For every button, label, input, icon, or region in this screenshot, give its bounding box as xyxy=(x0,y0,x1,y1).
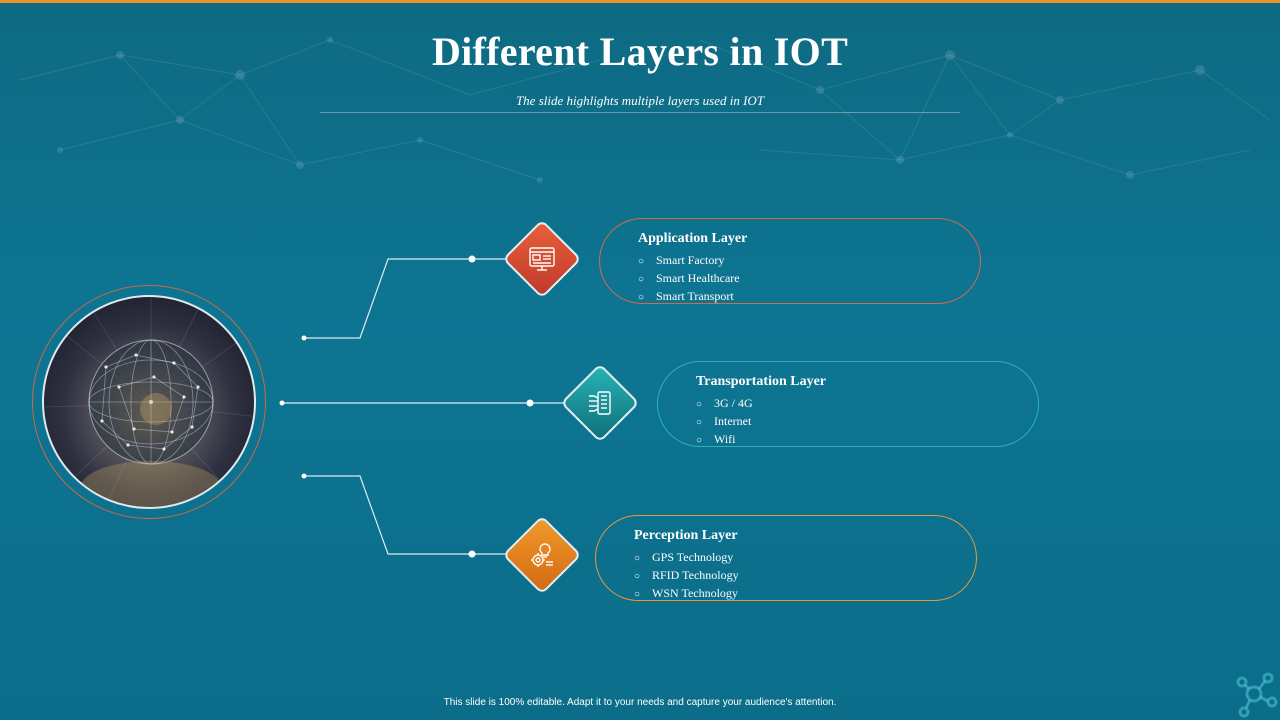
application-layer-list: ○Smart Factory ○Smart Healthcare ○Smart … xyxy=(638,252,740,306)
application-layer-box: Application Layer ○Smart Factory ○Smart … xyxy=(599,218,981,304)
list-item: ○GPS Technology xyxy=(634,550,734,564)
top-accent-bar xyxy=(0,0,1280,3)
perception-layer-title: Perception Layer xyxy=(634,528,738,543)
footer-note: This slide is 100% editable. Adapt it to… xyxy=(443,697,837,708)
connector-application xyxy=(304,258,514,339)
list-item: ○Smart Healthcare xyxy=(638,271,740,285)
list-item: ○Wifi xyxy=(696,432,736,446)
list-item: ○Internet xyxy=(696,414,752,428)
molecule-icon xyxy=(1236,672,1278,718)
subtitle-divider xyxy=(320,112,960,113)
circuit-chip-icon xyxy=(589,391,611,415)
bulb-gear-icon xyxy=(531,543,553,567)
transportation-layer-title: Transportation Layer xyxy=(696,374,827,389)
perception-layer-list: ○GPS Technology ○RFID Technology ○WSN Te… xyxy=(634,549,739,603)
list-item: ○RFID Technology xyxy=(634,568,739,582)
list-item: ○Smart Transport xyxy=(638,289,734,303)
perception-layer-box: Perception Layer ○GPS Technology ○RFID T… xyxy=(595,515,977,601)
web-dashboard-icon xyxy=(529,247,555,271)
connector-perception xyxy=(304,475,514,555)
slide-title: Different Layers in IOT xyxy=(431,29,849,74)
list-item: ○WSN Technology xyxy=(634,586,738,600)
list-item: ○Smart Factory xyxy=(638,253,725,267)
iot-globe-image xyxy=(42,295,256,509)
transportation-layer-list: ○3G / 4G ○Internet ○Wifi xyxy=(696,395,753,449)
list-item: ○3G / 4G xyxy=(696,396,753,410)
slide-subtitle: The slide highlights multiple layers use… xyxy=(515,93,765,108)
globe-ring xyxy=(32,285,266,519)
application-layer-title: Application Layer xyxy=(638,231,748,246)
transportation-layer-box: Transportation Layer ○3G / 4G ○Internet … xyxy=(657,361,1039,447)
